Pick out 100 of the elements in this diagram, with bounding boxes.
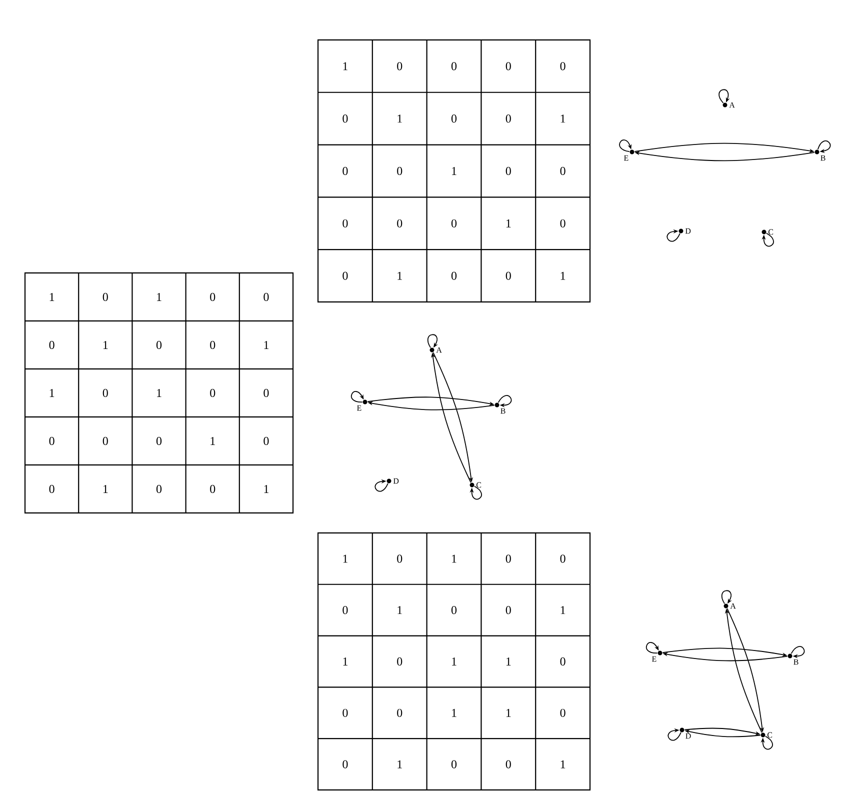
matrix-entry: 0	[342, 606, 348, 614]
matrix-entry: 0	[342, 272, 348, 280]
graph-vertex: B	[494, 402, 506, 414]
arrow	[668, 728, 682, 741]
graph-vertex: A	[722, 102, 735, 108]
matrix-entry: 1	[343, 62, 348, 70]
matrix-entry: 1	[560, 760, 566, 768]
node-label: A	[436, 347, 442, 353]
matrix-entry: 0	[49, 436, 54, 446]
matrix-entry: 0	[451, 114, 457, 123]
matrix-entry: 0	[506, 606, 511, 614]
matrix-entry: 1	[398, 114, 402, 123]
node-label: C	[767, 732, 772, 738]
matrix-entry: 1	[103, 485, 108, 493]
matrix-entry: 1	[50, 389, 54, 397]
matrix-entry: 0	[451, 760, 457, 768]
graph-vertex: C	[470, 482, 482, 488]
graph-vertex: A	[724, 603, 736, 609]
arrow	[721, 590, 732, 604]
matrix-entry: 1	[452, 658, 456, 666]
graph-vertex: B	[788, 654, 798, 665]
matrix-entry: 0	[342, 708, 348, 717]
matrix-entry: 0	[156, 484, 162, 494]
graph-vertex: E	[624, 150, 634, 161]
graph-vertex: E	[357, 400, 368, 411]
matrix-entry: 0	[451, 62, 457, 70]
matrix-entry: 0	[264, 388, 269, 398]
matrix-entry: 0	[342, 114, 348, 123]
arrow	[619, 140, 632, 152]
matrix-entry: 1	[103, 341, 108, 349]
matrix-entry: 1	[343, 554, 348, 563]
matrix-entry: 1	[210, 437, 215, 445]
node-label: B	[794, 659, 798, 665]
matrix-entry: 0	[210, 340, 216, 350]
matrix-entry: 0	[156, 340, 162, 350]
matrix-entry: 1	[506, 219, 511, 228]
matrix-entry: 1	[264, 485, 268, 493]
matrix-entry: 0	[397, 166, 402, 176]
matrix-entry: 1	[157, 293, 162, 301]
matrix-entry: 1	[264, 341, 268, 349]
matrix-entry: 0	[560, 554, 566, 563]
matrix-entry: 0	[49, 484, 54, 494]
node-label: E	[652, 656, 656, 662]
matrix-entry: 1	[452, 554, 456, 563]
matrix-entry: 0	[49, 340, 54, 350]
matrix-entry: 1	[506, 708, 511, 717]
matrix-entry: 1	[157, 389, 162, 397]
matrix-entry: 0	[210, 292, 216, 302]
arrow	[470, 486, 482, 500]
matrix-entry: 0	[156, 436, 162, 446]
graph-vertex: D	[678, 228, 691, 234]
arrow	[666, 229, 680, 242]
matrix-entry: 1	[506, 658, 511, 666]
matrix-entry: 0	[264, 436, 269, 446]
matrix-entry: 0	[342, 760, 348, 768]
graph-vertex: D	[680, 728, 691, 739]
graph-vertex: D	[386, 478, 399, 484]
matrix-entry: 1	[452, 708, 456, 717]
matrix-entry: 1	[398, 272, 402, 280]
matrix-entry: 0	[102, 388, 108, 398]
graph-vertex: A	[430, 347, 442, 353]
matrix-entry: 0	[506, 760, 511, 768]
arrow	[760, 736, 773, 750]
graph-vertex: E	[652, 650, 662, 662]
matrix-entry: 0	[451, 606, 457, 614]
matrix-entry: 1	[560, 606, 566, 614]
matrix-entry: 0	[102, 292, 108, 302]
matrix-entry: 0	[451, 219, 457, 228]
arrow	[790, 646, 805, 658]
graph-vertex: B	[814, 150, 826, 161]
arrow	[762, 232, 774, 247]
node-label: D	[685, 228, 691, 234]
matrix-entry: 0	[210, 388, 216, 398]
node-label: E	[624, 155, 628, 161]
matrix-entry: 0	[397, 219, 402, 228]
matrix-entry: 1	[560, 272, 566, 280]
node-label: C	[476, 482, 482, 488]
arrow	[817, 140, 831, 153]
node-label: E	[356, 405, 362, 411]
matrix-entry: 0	[506, 554, 511, 563]
matrix-entry: 0	[506, 272, 511, 280]
matrix-entry: 0	[451, 272, 457, 280]
matrix-entry: 1	[398, 760, 402, 768]
arrow	[350, 391, 364, 403]
matrix-entry: 0	[397, 554, 402, 563]
matrix-entry: 1	[343, 658, 348, 666]
matrix-entry: 1	[452, 167, 456, 175]
matrix-entry: 0	[560, 708, 566, 717]
matrix-entry: 0	[506, 62, 511, 70]
matrix-entry: 0	[210, 484, 216, 494]
matrix-entry: 1	[560, 114, 566, 123]
arrow	[374, 479, 388, 492]
arrow	[646, 642, 659, 654]
matrix-entry: 0	[560, 166, 566, 176]
node-label: D	[686, 733, 691, 739]
node-label: C	[768, 229, 774, 235]
matrix-entry: 1	[398, 606, 402, 614]
matrix-entry: 0	[264, 292, 269, 302]
node-label: B	[820, 155, 826, 161]
node-label: B	[500, 408, 506, 414]
